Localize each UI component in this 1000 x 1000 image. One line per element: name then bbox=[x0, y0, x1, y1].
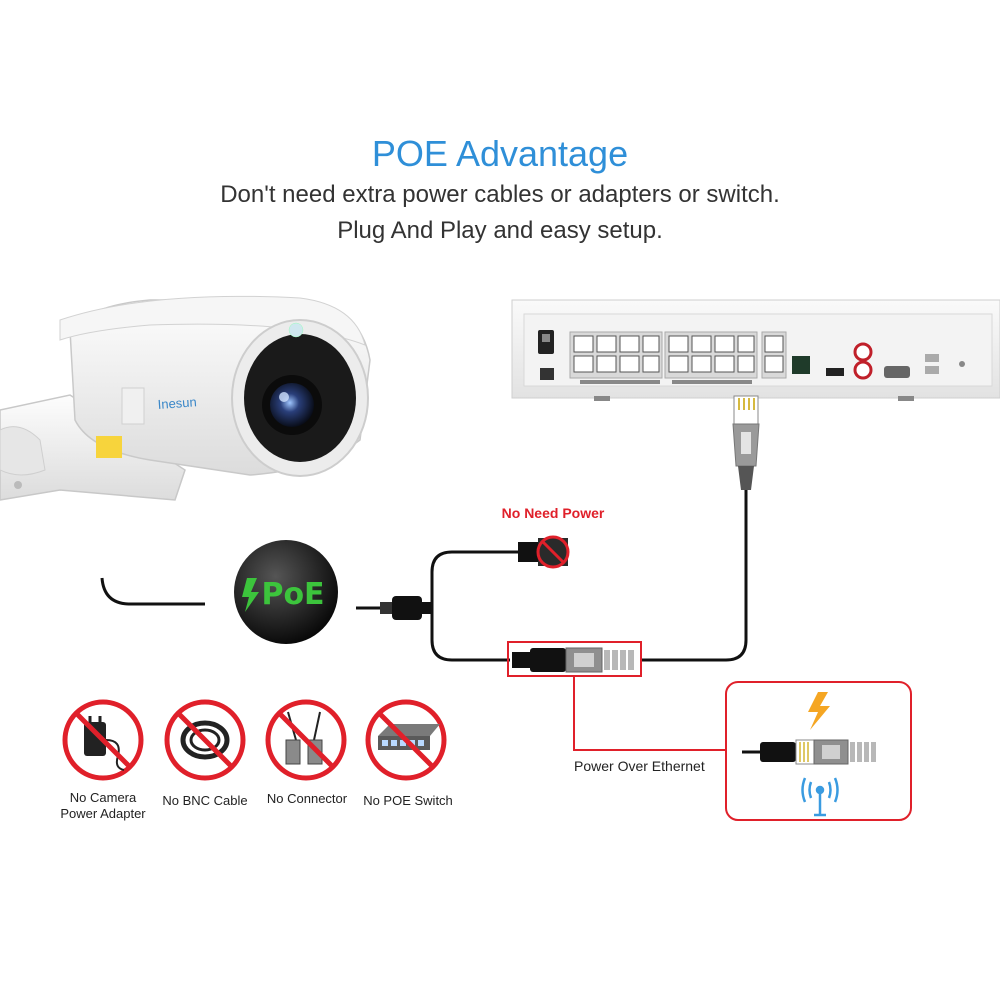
camera-cable bbox=[100, 577, 205, 606]
power-over-ethernet-label: Power Over Ethernet bbox=[574, 758, 705, 774]
nvr-rj45-plug bbox=[732, 395, 760, 490]
subtitle-line-2: Plug And Play and easy setup. bbox=[337, 217, 663, 244]
poe-injector bbox=[507, 641, 642, 677]
network-cables bbox=[430, 490, 748, 662]
nvr-recorder bbox=[511, 299, 1000, 401]
no-poe-switch-icon bbox=[365, 699, 447, 781]
no-need-power-label: No Need Power bbox=[502, 505, 605, 521]
camera-brand-text: Inesun bbox=[157, 394, 197, 412]
poe-badge: PoE bbox=[234, 540, 338, 644]
ptz-camera: Inesun bbox=[0, 295, 371, 501]
no-adapter-label: No Camera Power Adapter bbox=[60, 790, 146, 821]
signal-tower-icon bbox=[801, 777, 839, 817]
lightning-icon bbox=[808, 692, 830, 730]
no-poe-switch-label: No POE Switch bbox=[363, 793, 453, 808]
no-adapter-icon bbox=[62, 699, 144, 781]
dc-plug-output bbox=[356, 596, 432, 620]
poe-badge-text: PoE bbox=[261, 577, 324, 612]
callout-connector bbox=[573, 676, 726, 751]
no-bnc-cable-icon bbox=[164, 699, 246, 781]
no-connector-label: No Connector bbox=[266, 791, 348, 806]
poe-callout-box bbox=[725, 681, 912, 821]
lightning-bolt-icon bbox=[242, 578, 259, 612]
no-bnc-cable-label: No BNC Cable bbox=[162, 793, 248, 808]
subtitle-line-1: Don't need extra power cables or adapter… bbox=[220, 181, 780, 208]
no-connector-icon bbox=[265, 699, 347, 781]
dc-socket-unused bbox=[518, 535, 570, 569]
page-title: POE Advantage bbox=[371, 133, 629, 174]
